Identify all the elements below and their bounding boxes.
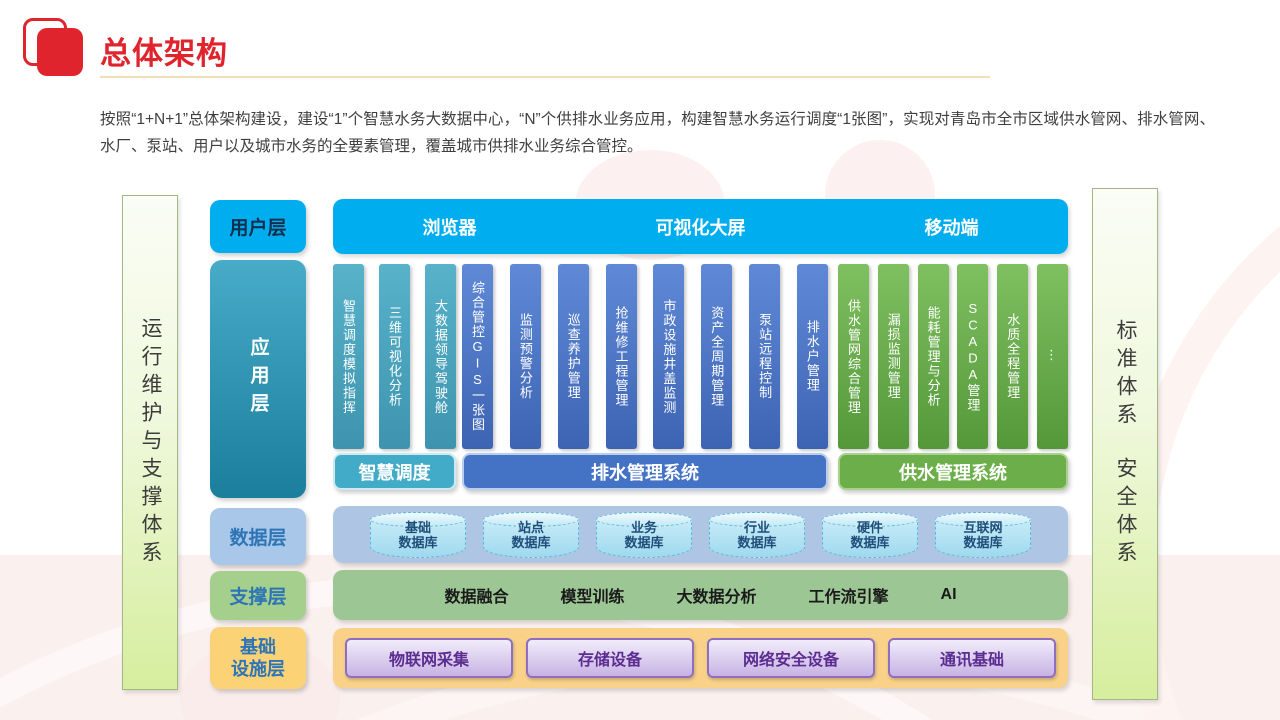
drainage-system-box: 排水管理系统 bbox=[462, 453, 828, 490]
app-column: 大数据领导驾驶舱 bbox=[425, 264, 456, 449]
app-column: 抢维修工程管理 bbox=[605, 264, 637, 449]
ops-support-system-bar: 运行维护与支撑体系 bbox=[122, 195, 178, 690]
support-item: 数据融合 bbox=[444, 589, 509, 606]
user-item-big-screen: 可视化大屏 bbox=[655, 217, 746, 238]
app-column: 排水户管理 bbox=[796, 264, 828, 449]
water-supply-group: 供水管网综合管理 漏损监测管理 能耗管理与分析 SCADA管理 水质全程管理 ⋮ bbox=[838, 264, 1068, 449]
infra-item-iot: 物联网采集 bbox=[345, 638, 513, 678]
standard-security-system-label: 标准体系安全体系 bbox=[1110, 319, 1140, 569]
title-underline bbox=[100, 76, 990, 78]
infra-item-communication: 通讯基础 bbox=[888, 638, 1056, 678]
app-column: 综合管控GIS一张图 bbox=[462, 264, 493, 449]
database-cylinder: 互联网数据库 bbox=[935, 511, 1031, 558]
standard-security-system-bar: 标准体系安全体系 bbox=[1092, 188, 1158, 700]
drainage-group: 综合管控GIS一张图 监测预警分析 巡查养护管理 抢维修工程管理 市政设施井盖监… bbox=[462, 264, 828, 449]
water-supply-system-box: 供水管理系统 bbox=[838, 453, 1068, 490]
database-cylinder: 业务数据库 bbox=[596, 511, 692, 558]
data-layer-bar: 基础数据库 站点数据库 业务数据库 行业数据库 硬件数据库 互联网数据库 bbox=[333, 506, 1068, 563]
app-column-ellipsis: ⋮ bbox=[1036, 264, 1068, 449]
ops-support-system-label: 运行维护与支撑体系 bbox=[139, 316, 162, 569]
user-layer-bar: 浏览器 可视化大屏 移动端 bbox=[333, 199, 1068, 254]
application-columns-row: 智慧调度模拟指挥 三维可视化分析 大数据领导驾驶舱 综合管控GIS一张图 监测预… bbox=[333, 264, 1068, 449]
page-title: 总体架构 bbox=[100, 36, 228, 71]
app-column: 市政设施井盖监测 bbox=[653, 264, 685, 449]
support-item: 工作流引擎 bbox=[808, 589, 889, 606]
app-column: 智慧调度模拟指挥 bbox=[333, 264, 364, 449]
infra-item-network-security: 网络安全设备 bbox=[707, 638, 875, 678]
database-cylinder: 行业数据库 bbox=[709, 511, 805, 558]
infrastructure-layer-bar: 物联网采集 存储设备 网络安全设备 通讯基础 bbox=[333, 628, 1068, 688]
app-column: 资产全周期管理 bbox=[701, 264, 733, 449]
app-column: 监测预警分析 bbox=[509, 264, 541, 449]
support-item: 大数据分析 bbox=[676, 589, 757, 606]
title-bullet-icon bbox=[37, 28, 83, 76]
user-item-mobile: 移动端 bbox=[924, 217, 979, 238]
support-layer-bar: 数据融合 模型训练 大数据分析 工作流引擎 AI bbox=[333, 570, 1068, 620]
support-item: AI bbox=[940, 586, 957, 603]
app-column: 供水管网综合管理 bbox=[838, 264, 869, 449]
layer-label-data: 数据层 bbox=[210, 508, 306, 565]
layer-label-application: 应用层 bbox=[210, 260, 306, 498]
app-column: 水质全程管理 bbox=[997, 264, 1029, 449]
layer-label-support: 支撑层 bbox=[210, 571, 306, 620]
system-name-row: 智慧调度 排水管理系统 供水管理系统 bbox=[333, 453, 1068, 490]
database-cylinder: 站点数据库 bbox=[483, 511, 579, 558]
app-column: 泵站远程控制 bbox=[749, 264, 781, 449]
app-column: 三维可视化分析 bbox=[379, 264, 410, 449]
layer-label-infrastructure: 基础 设施层 bbox=[210, 627, 306, 689]
app-column: 巡查养护管理 bbox=[557, 264, 589, 449]
security-system-label: 安全体系 bbox=[1114, 457, 1137, 569]
app-column: SCADA管理 bbox=[957, 264, 989, 449]
database-cylinder: 基础数据库 bbox=[370, 511, 466, 558]
support-item: 模型训练 bbox=[560, 589, 625, 606]
smart-dispatch-system-box: 智慧调度 bbox=[333, 453, 456, 490]
standard-system-label: 标准体系 bbox=[1114, 319, 1137, 431]
app-column: 漏损监测管理 bbox=[877, 264, 909, 449]
intro-paragraph: 按照“1+N+1”总体架构建设，建设“1”个智慧水务大数据中心，“N”个供排水业… bbox=[100, 111, 1215, 155]
smart-dispatch-group: 智慧调度模拟指挥 三维可视化分析 大数据领导驾驶舱 bbox=[333, 264, 456, 449]
user-item-browser: 浏览器 bbox=[422, 217, 477, 238]
infra-item-storage: 存储设备 bbox=[526, 638, 694, 678]
layer-label-user: 用户层 bbox=[210, 200, 306, 253]
app-column: 能耗管理与分析 bbox=[917, 264, 949, 449]
database-cylinder: 硬件数据库 bbox=[822, 511, 918, 558]
